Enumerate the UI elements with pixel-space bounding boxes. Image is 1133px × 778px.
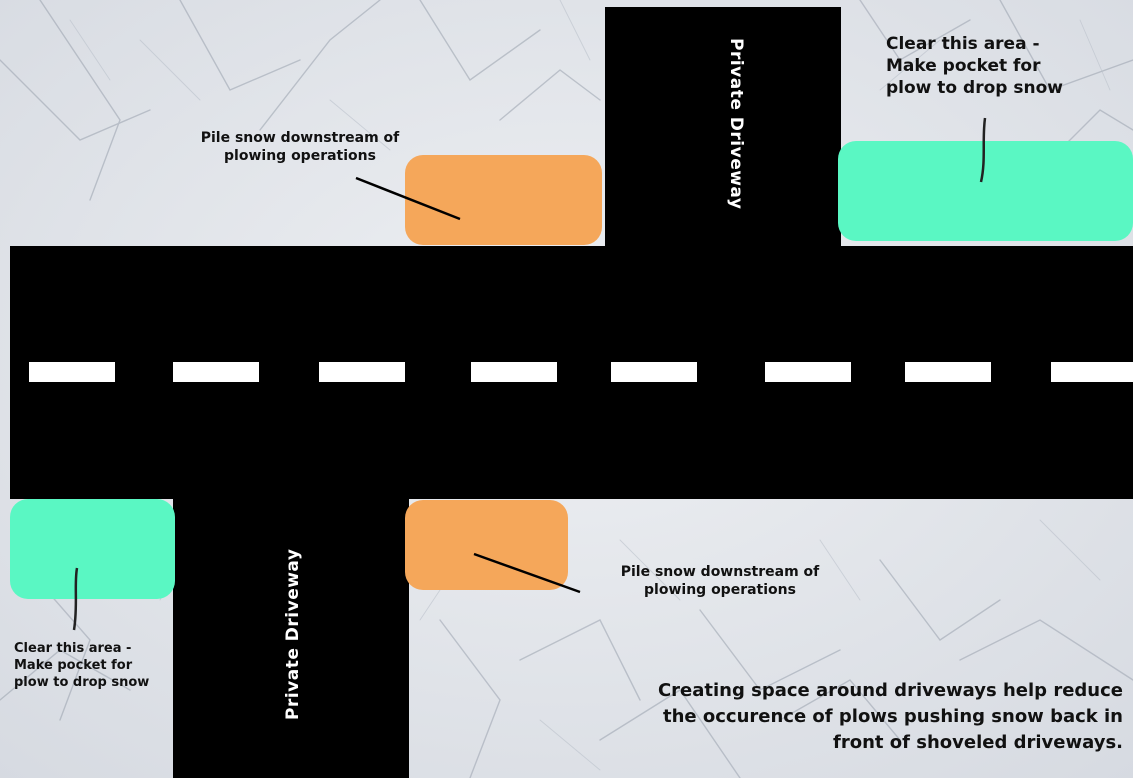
lane-marking	[905, 362, 991, 382]
driveway-bottom-label: Private Driveway	[283, 548, 303, 720]
driveway-top	[605, 7, 841, 252]
driveway-bottom	[173, 494, 409, 778]
pile-label-top: Pile snow downstream of plowing operatio…	[200, 130, 400, 165]
snow-pile-area-bottom	[405, 500, 568, 590]
clear-label-top: Clear this area - Make pocket for plow t…	[886, 34, 1063, 99]
lane-marking	[765, 362, 851, 382]
lane-marking	[173, 362, 259, 382]
caption-text: Creating space around driveways help red…	[657, 680, 1123, 754]
clear-area-top	[838, 141, 1133, 241]
pile-label-bottom: Pile snow downstream of plowing operatio…	[620, 564, 820, 599]
clear-area-bottom	[10, 499, 175, 599]
lane-marking	[1051, 362, 1133, 382]
lane-marking	[319, 362, 405, 382]
driveway-top-label: Private Driveway	[726, 38, 746, 210]
lane-marking	[471, 362, 557, 382]
lane-marking	[611, 362, 697, 382]
clear-label-bottom: Clear this area - Make pocket for plow t…	[14, 641, 150, 690]
snow-pile-area-top	[405, 155, 602, 245]
lane-marking	[29, 362, 115, 382]
